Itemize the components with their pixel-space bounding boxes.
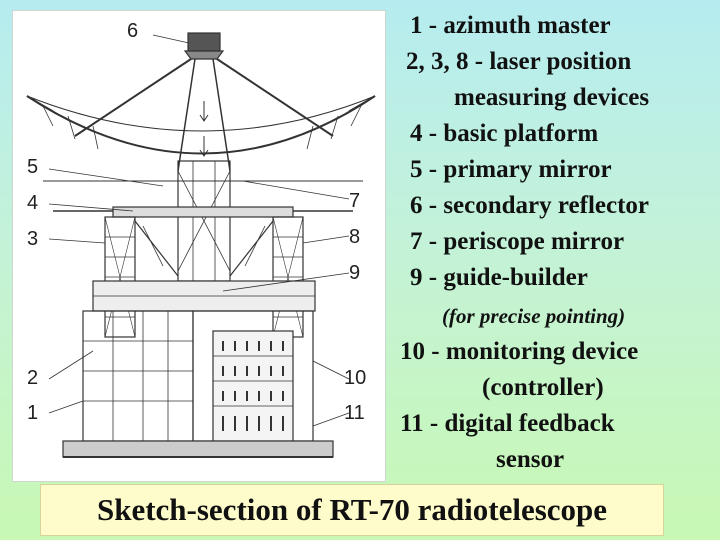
caption: Sketch-section of RT-70 radiotelescope (40, 484, 664, 536)
legend-num: 5 (410, 156, 423, 183)
legend-item-11: 11 - digital feedback (400, 406, 615, 443)
legend-num: 9 (410, 264, 423, 291)
label-6: 6 (127, 20, 139, 42)
legend-text: - azimuth master (428, 12, 611, 39)
legend-text: - guide-builder (428, 264, 588, 291)
legend-item-2-3-8: 2, 3, 8 - laser position (406, 44, 631, 81)
label-1: 1 (27, 402, 39, 424)
legend: 1 - azimuth master 2, 3, 8 - laser posit… (392, 8, 712, 480)
legend-text: - laser position (474, 48, 632, 75)
telescope-section-drawing: 6 5 4 3 2 1 7 8 9 10 11 (12, 10, 386, 482)
lower-building-left (82, 310, 194, 442)
azimuth-cylinder (212, 330, 294, 442)
legend-item-10-cont: (controller) (482, 374, 604, 401)
label-5: 5 (27, 156, 39, 178)
foundation (62, 440, 334, 458)
label-4: 4 (27, 192, 39, 214)
legend-text: - monitoring device (431, 338, 639, 365)
legend-num: 10 (400, 338, 425, 365)
label-8: 8 (349, 226, 361, 248)
legend-item-6: 6 - secondary reflector (410, 188, 649, 225)
legend-item-5: 5 - primary mirror (410, 152, 612, 189)
legend-item-9-note: (for precise pointing) (442, 304, 626, 328)
label-9: 9 (349, 262, 361, 284)
legend-text: - basic platform (428, 120, 599, 147)
legend-num: 4 (410, 120, 423, 147)
legend-item-1: 1 - azimuth master (410, 8, 611, 45)
legend-item-4: 4 - basic platform (410, 116, 598, 153)
label-11: 11 (344, 402, 365, 424)
primary-mirror-outer (26, 95, 376, 155)
legend-item-11-cont: sensor (496, 446, 565, 473)
legend-item-9: 9 - guide-builder (410, 260, 588, 297)
legend-num: 2, 3, 8 (406, 48, 469, 75)
secondary-reflector (187, 32, 221, 52)
legend-text: - secondary reflector (428, 192, 650, 219)
legend-num: 7 (410, 228, 423, 255)
telescope-sketch-svg (26, 32, 376, 458)
legend-text: - digital feedback (429, 410, 615, 437)
label-2: 2 (27, 367, 39, 389)
label-3: 3 (27, 228, 39, 250)
primary-mirror-inner (26, 95, 376, 132)
label-7: 7 (349, 190, 361, 212)
legend-item-2-3-8-cont: measuring devices (454, 84, 650, 111)
legend-num: 11 (400, 410, 424, 437)
legend-text: - primary mirror (428, 156, 612, 183)
legend-text: - periscope mirror (428, 228, 625, 255)
label-10: 10 (344, 367, 367, 389)
secondary-support-legs (74, 58, 334, 137)
legend-item-7: 7 - periscope mirror (410, 224, 624, 261)
legend-num: 1 (410, 12, 423, 39)
legend-item-10: 10 - monitoring device (400, 334, 638, 371)
legend-num: 6 (410, 192, 423, 219)
